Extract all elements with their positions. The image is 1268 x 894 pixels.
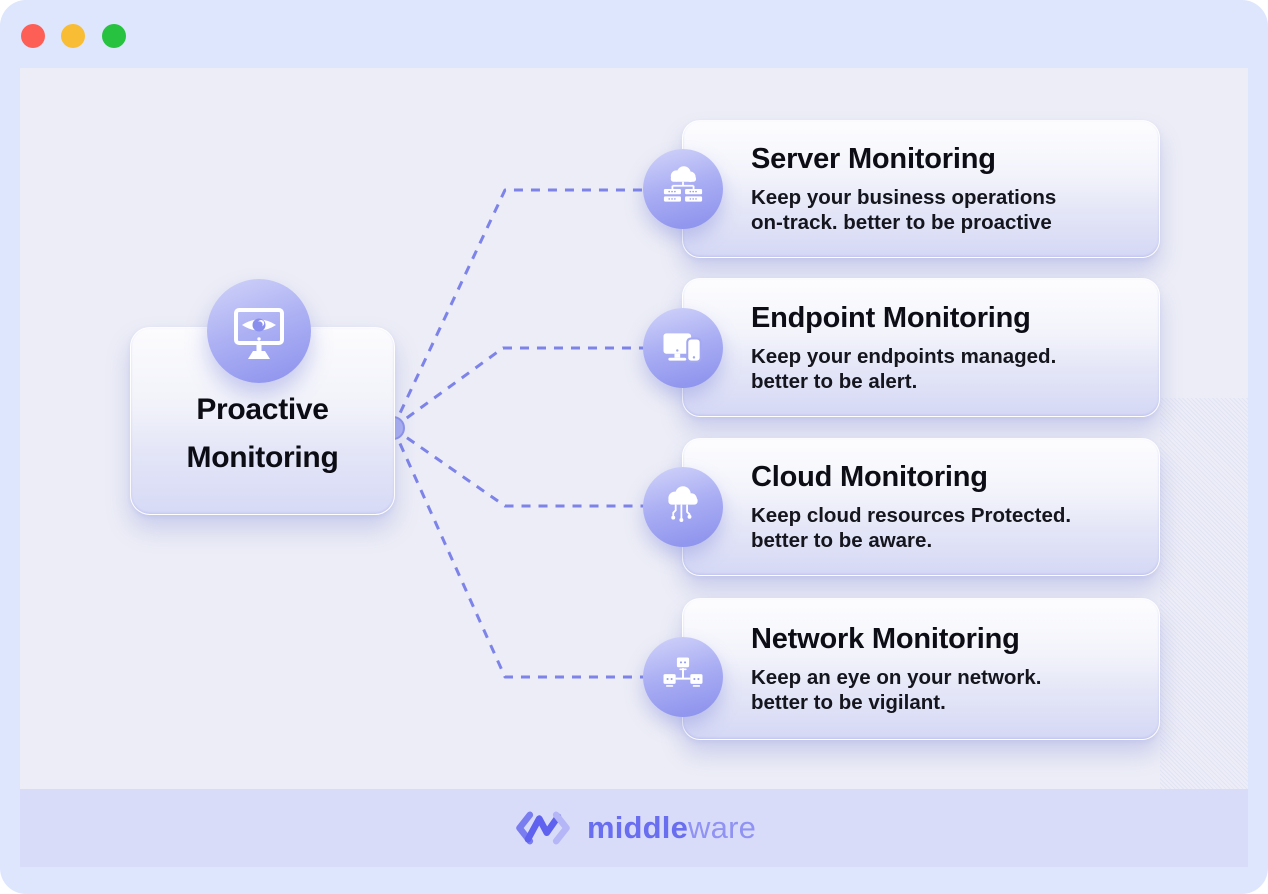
eye-monitor-icon xyxy=(234,308,284,359)
card-title: Network Monitoring xyxy=(751,623,1020,655)
cloud-icon-badge xyxy=(643,467,723,547)
card-title: Cloud Monitoring xyxy=(751,461,988,493)
card-content: Cloud Monitoring Keep cloud resources Pr… xyxy=(751,461,1071,553)
network-icon-badge xyxy=(643,637,723,717)
card-description: Keep your business operations on-track. … xyxy=(751,185,1056,235)
root-title-line1: Proactive xyxy=(196,393,329,426)
card-network-monitoring: Network Monitoring Keep an eye on your n… xyxy=(643,598,1160,740)
zoom-button[interactable] xyxy=(102,24,126,48)
card-title: Endpoint Monitoring xyxy=(751,301,1031,334)
card-content: Server Monitoring Keep your business ope… xyxy=(751,143,1056,235)
footer-band: middleware xyxy=(20,789,1248,867)
card-description-line1: Keep an eye on your network. xyxy=(751,666,1042,689)
brand-text-bold: middle xyxy=(586,810,689,845)
brand-wordmark: middleware xyxy=(587,810,756,846)
card-server-monitoring: Server Monitoring Keep your business ope… xyxy=(643,120,1160,258)
cloud-network-icon xyxy=(668,486,698,522)
window-titlebar xyxy=(0,0,1268,68)
card-cloud-monitoring: Cloud Monitoring Keep cloud resources Pr… xyxy=(643,438,1160,576)
card-endpoint-monitoring: Endpoint Monitoring Keep your endpoints … xyxy=(643,278,1160,417)
brand-text-light: ware xyxy=(688,810,757,845)
card-title: Server Monitoring xyxy=(751,143,996,175)
root-node-proactive-monitoring: Proactive Monitoring xyxy=(130,279,395,515)
card-description-line2: better to be aware. xyxy=(751,529,933,552)
card-description-line1: Keep cloud resources Protected. xyxy=(751,504,1072,527)
root-title-line2: Monitoring xyxy=(186,441,339,474)
card-description-line1: Keep your business operations xyxy=(751,186,1057,209)
root-icon-badge xyxy=(207,279,311,383)
card-content: Network Monitoring Keep an eye on your n… xyxy=(751,623,1042,715)
card-content: Endpoint Monitoring Keep your endpoints … xyxy=(751,302,1056,394)
minimize-button[interactable] xyxy=(61,24,85,48)
card-description-line2: better to be alert. xyxy=(751,369,918,393)
card-description-line2: on-track. better to be proactive xyxy=(751,211,1052,234)
card-description: Keep cloud resources Protected. better t… xyxy=(751,503,1071,553)
card-description-line1: Keep your endpoints managed. xyxy=(751,344,1057,368)
background-texture xyxy=(1160,398,1248,830)
card-description: Keep your endpoints managed. better to b… xyxy=(751,344,1056,394)
close-button[interactable] xyxy=(21,24,45,48)
desktop-mobile-icon xyxy=(663,332,702,363)
card-description-line2: better to be vigilant. xyxy=(751,691,946,714)
endpoint-icon-badge xyxy=(643,307,723,388)
root-node-title: Proactive Monitoring xyxy=(131,386,394,482)
server-icon-badge xyxy=(643,149,723,229)
middleware-logo-icon xyxy=(516,811,570,845)
network-nodes-icon xyxy=(663,657,703,687)
cloud-servers-icon xyxy=(663,166,703,202)
card-description: Keep an eye on your network. better to b… xyxy=(751,665,1042,715)
